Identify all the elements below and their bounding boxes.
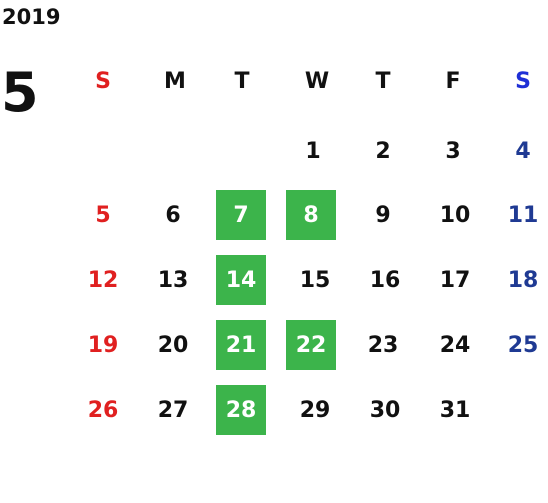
day-cell-highlighted[interactable]: 22: [286, 320, 336, 370]
day-cell-saturday[interactable]: 18: [507, 267, 539, 293]
day-cell-saturday[interactable]: 11: [507, 202, 539, 228]
day-cell[interactable]: 27: [157, 397, 189, 423]
day-cell-highlighted[interactable]: 28: [216, 385, 266, 435]
year-label: 2019: [2, 5, 61, 29]
day-cell[interactable]: 13: [157, 267, 189, 293]
day-cell[interactable]: 30: [369, 397, 401, 423]
day-cell-sunday[interactable]: 12: [87, 267, 119, 293]
day-cell[interactable]: 23: [367, 332, 399, 358]
day-cell-sunday[interactable]: 19: [87, 332, 119, 358]
day-cell[interactable]: 31: [439, 397, 471, 423]
day-cell[interactable]: 2: [375, 138, 391, 164]
weekday-header-sat: S: [515, 68, 531, 94]
day-cell[interactable]: 1: [305, 138, 321, 164]
day-cell[interactable]: 16: [369, 267, 401, 293]
day-cell[interactable]: 6: [165, 202, 181, 228]
day-cell[interactable]: 3: [445, 138, 461, 164]
day-cell[interactable]: 24: [439, 332, 471, 358]
day-cell-highlighted[interactable]: 21: [216, 320, 266, 370]
day-cell[interactable]: 10: [439, 202, 471, 228]
day-cell[interactable]: 20: [157, 332, 189, 358]
day-cell[interactable]: 17: [439, 267, 471, 293]
day-cell[interactable]: 29: [299, 397, 331, 423]
day-cell[interactable]: 9: [375, 202, 391, 228]
day-cell-saturday[interactable]: 25: [507, 332, 539, 358]
month-number: 5: [1, 61, 39, 124]
weekday-header-mon: M: [164, 68, 186, 94]
weekday-header-fri: F: [445, 68, 461, 94]
weekday-header-sun: S: [95, 68, 111, 94]
day-cell[interactable]: 15: [299, 267, 331, 293]
day-cell-highlighted[interactable]: 7: [216, 190, 266, 240]
day-cell-sunday[interactable]: 5: [95, 202, 111, 228]
day-cell-highlighted[interactable]: 14: [216, 255, 266, 305]
weekday-header-thu: T: [375, 68, 391, 94]
weekday-header-tue: T: [234, 68, 250, 94]
day-cell-highlighted[interactable]: 8: [286, 190, 336, 240]
day-cell-sunday[interactable]: 26: [87, 397, 119, 423]
day-cell-saturday[interactable]: 4: [515, 138, 531, 164]
weekday-header-wed: W: [304, 68, 330, 94]
